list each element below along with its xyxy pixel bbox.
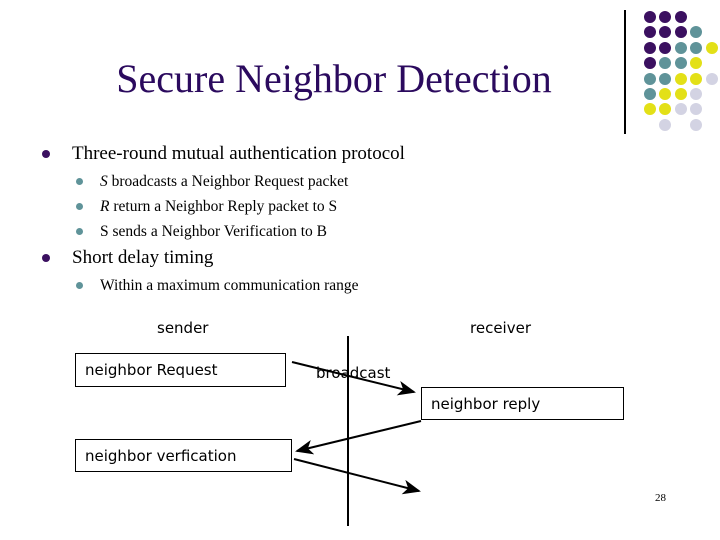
bullet-marker-icon	[76, 228, 83, 235]
bullet-italic-symbol: R	[100, 198, 110, 215]
bullet-marker-icon	[42, 254, 50, 262]
decorative-dot	[674, 72, 687, 85]
bullet-text: Short delay timing	[72, 247, 213, 268]
bullet-text-body: return a Neighbor Reply packet to S	[109, 198, 338, 215]
decorative-dot	[644, 41, 656, 54]
decorative-dot	[659, 11, 672, 23]
bullet-text: Within a maximum communication range	[100, 277, 359, 294]
bullet-text-body: Within a maximum communication range	[100, 277, 359, 294]
decorative-dot	[644, 26, 656, 39]
decorative-dot	[674, 88, 687, 100]
decorative-dot	[690, 118, 703, 131]
bullet-text-body: Three-round mutual authentication protoc…	[72, 143, 405, 164]
decorative-divider-line	[624, 10, 626, 134]
bullet-item-level2: R return a Neighbor Reply packet to S	[34, 194, 614, 219]
decorative-dot	[674, 11, 687, 23]
bullet-text-body: S sends a Neighbor Verification to B	[100, 223, 328, 240]
bullet-text-body: Short delay timing	[72, 247, 214, 268]
decorative-dot	[659, 103, 672, 116]
arrow-reply	[295, 420, 422, 455]
decorative-dot	[644, 57, 656, 70]
decorative-dot	[644, 103, 656, 116]
bullet-item-level1: Three-round mutual authentication protoc…	[34, 140, 614, 168]
decorative-dot-grid	[644, 11, 718, 131]
bullet-item-level1: Short delay timing	[34, 244, 614, 272]
lifeline-divider	[347, 336, 349, 526]
arrow-verfication	[293, 458, 421, 495]
decorative-dot	[644, 88, 656, 100]
decorative-dot	[644, 11, 656, 23]
bullet-marker-icon	[42, 150, 50, 158]
bullet-text: R return a Neighbor Reply packet to S	[100, 198, 337, 215]
decorative-dot	[690, 103, 703, 116]
bullet-text: Three-round mutual authentication protoc…	[72, 143, 405, 164]
bullet-marker-icon	[76, 282, 83, 289]
bullet-item-level2: Within a maximum communication range	[34, 273, 614, 298]
bullet-text: S sends a Neighbor Verification to B	[100, 223, 327, 240]
decorative-dot	[659, 57, 672, 70]
decorative-dot	[659, 41, 672, 54]
bullet-item-level2: S broadcasts a Neighbor Request packet	[34, 169, 614, 194]
decorative-dot	[674, 57, 687, 70]
decorative-dot	[659, 118, 672, 131]
decorative-dot	[674, 103, 687, 116]
decorative-dot	[690, 26, 703, 39]
bullet-text-body: broadcasts a Neighbor Request packet	[107, 173, 349, 190]
bullet-list: Three-round mutual authentication protoc…	[34, 140, 614, 298]
decorative-dot	[644, 72, 656, 85]
decorative-dot	[659, 88, 672, 100]
neighbor-request-box: neighbor Request	[75, 353, 286, 387]
receiver-label: receiver	[470, 319, 531, 337]
broadcast-label: broadcast	[316, 364, 391, 382]
bullet-item-level2: S sends a Neighbor Verification to B	[34, 219, 614, 244]
neighbor-verfication-box: neighbor verfication	[75, 439, 292, 472]
bullet-marker-icon	[76, 203, 83, 210]
bullet-marker-icon	[76, 178, 83, 185]
decorative-dot	[674, 26, 687, 39]
decorative-dot	[659, 72, 672, 85]
bullet-italic-symbol: S	[100, 173, 108, 190]
arrow-broadcast-request	[291, 361, 416, 396]
decorative-dot	[690, 41, 703, 54]
decorative-dot	[690, 88, 703, 100]
neighbor-reply-box: neighbor reply	[421, 387, 624, 420]
decorative-dot	[705, 72, 718, 85]
decorative-dot	[690, 57, 703, 70]
decorative-dot	[674, 41, 687, 54]
decorative-dot	[659, 26, 672, 39]
page-number: 28	[655, 492, 666, 504]
decorative-dot	[690, 72, 703, 85]
sender-label: sender	[157, 319, 209, 337]
bullet-text: S broadcasts a Neighbor Request packet	[100, 173, 348, 190]
page-title: Secure Neighbor Detection	[116, 56, 552, 101]
decorative-dot	[705, 41, 718, 54]
